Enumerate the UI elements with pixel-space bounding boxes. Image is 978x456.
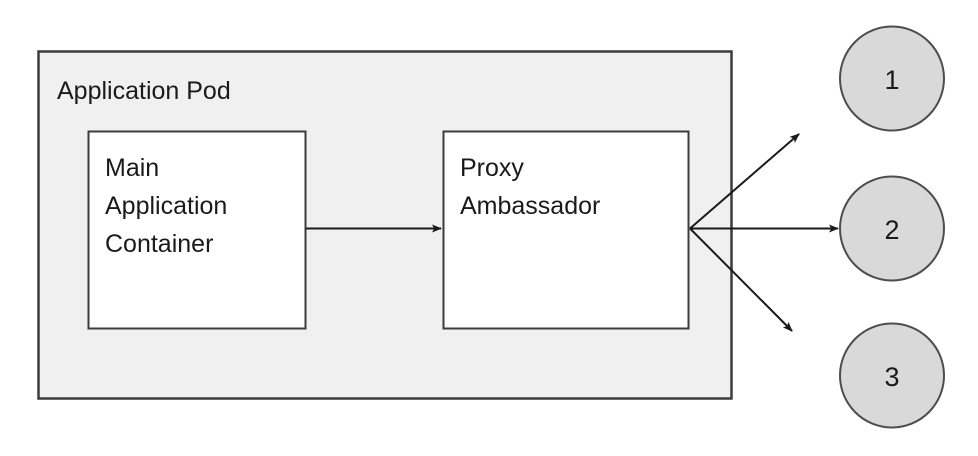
connector-proxy-to-service-1 [689,133,800,230]
external-service-circle-2[interactable] [839,175,945,282]
connector-proxy-to-service-3 [689,227,793,332]
external-service-label-1: 1 [884,65,899,95]
external-service-circle-3[interactable] [839,322,945,429]
external-service-circle-1[interactable] [839,25,945,132]
external-service-label-3: 3 [884,362,899,392]
external-service-label-2: 2 [884,215,899,245]
application-pod-label: Application Pod [57,77,231,105]
main-application-container-line-2: Application [105,192,227,220]
main-application-container-line-1: Main [105,154,159,182]
proxy-ambassador-line-2: Ambassador [460,192,600,220]
proxy-ambassador-line-1: Proxy [460,154,524,182]
main-application-container-box[interactable] [87,130,307,330]
main-application-container-line-3: Container [105,230,213,258]
proxy-ambassador-box[interactable] [442,130,690,330]
